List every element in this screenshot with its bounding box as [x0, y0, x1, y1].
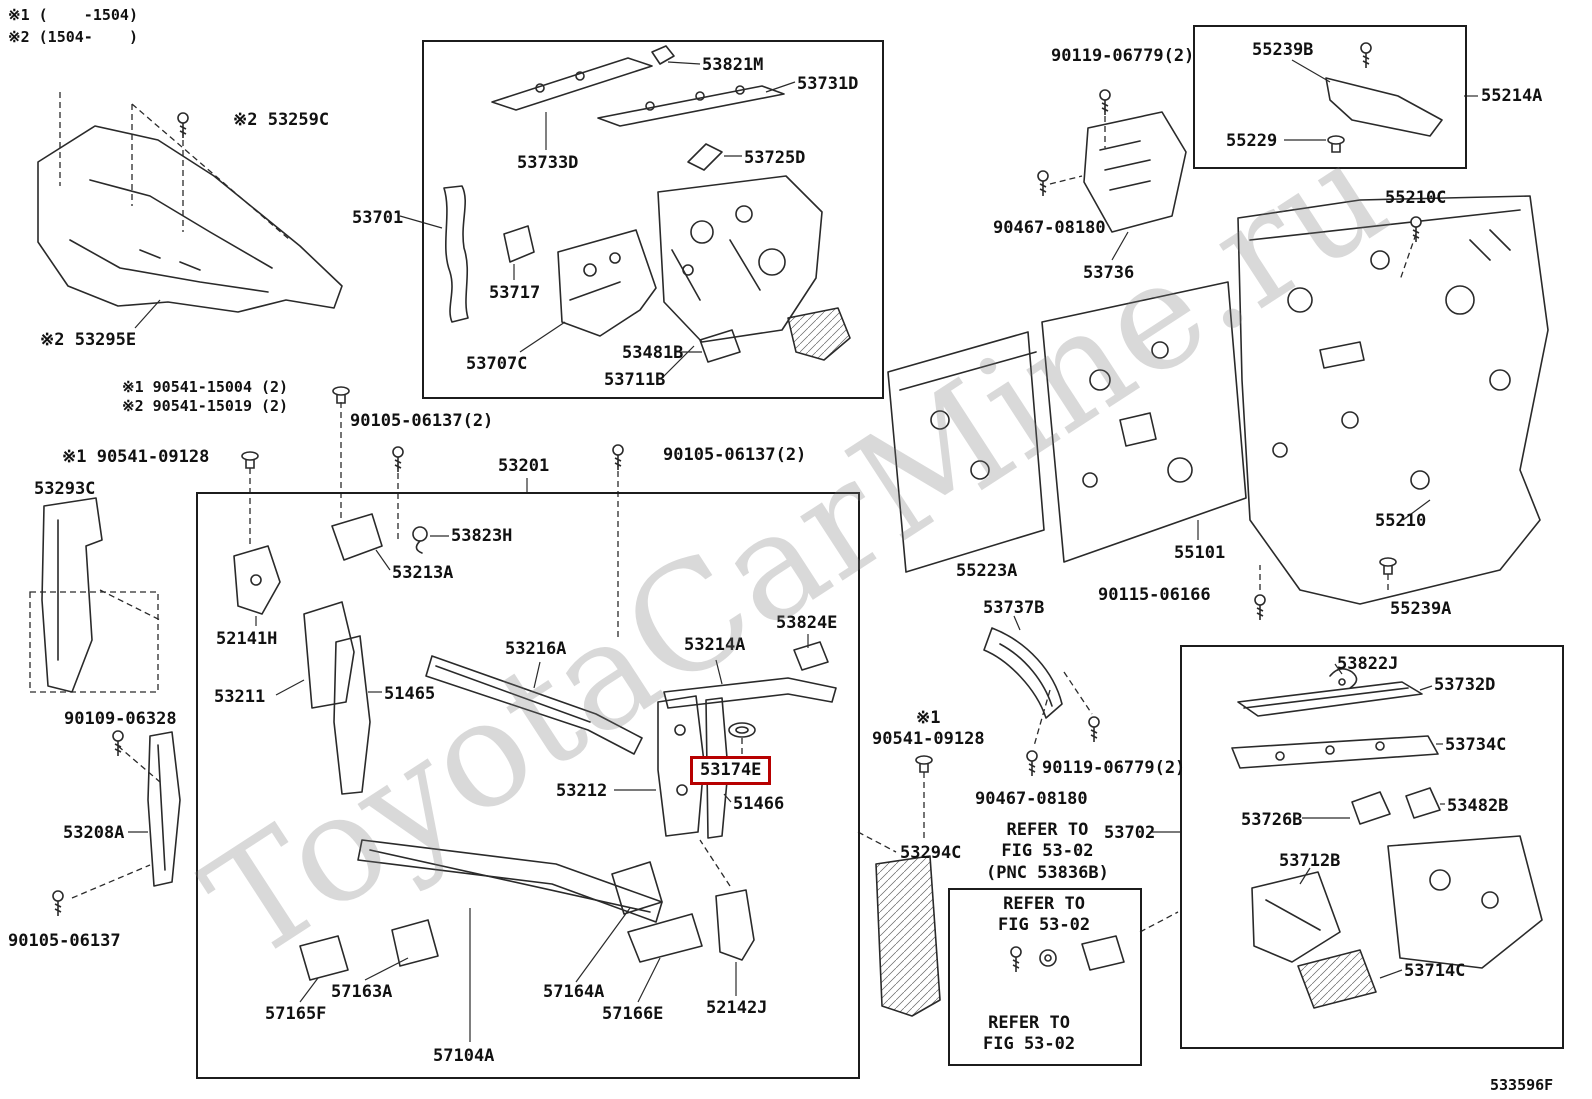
part-label-53824E: 53824E: [776, 613, 838, 633]
part-label-53212: 53212: [556, 781, 608, 801]
part-label-57164A: 57164A: [543, 982, 605, 1002]
part-label-51466: 51466: [733, 794, 785, 814]
part-label-53732D: 53732D: [1434, 675, 1496, 695]
part-label-55101: 55101: [1174, 543, 1226, 563]
group-box-apron-rh: [1180, 645, 1564, 1049]
part-label-55214A: 55214A: [1481, 86, 1543, 106]
part-label-53823H: 53823H: [451, 526, 513, 546]
fastener-label-90109-06328: 90109-06328: [64, 709, 177, 729]
part-label-53259C: ※2 53259C: [233, 110, 330, 130]
part-label-53211: 53211: [214, 687, 266, 707]
part-label-53294C: 53294C: [900, 843, 962, 863]
part-label-53295E: ※2 53295E: [40, 330, 137, 350]
part-label-53734C: 53734C: [1445, 735, 1507, 755]
group-box-radiator-support: [196, 492, 860, 1079]
part-label-53216A: 53216A: [505, 639, 567, 659]
part-label-57163A: 57163A: [331, 982, 393, 1002]
part-label-53712B: 53712B: [1279, 851, 1341, 871]
fastener-label-90105-06137-bottom: 90105-06137: [8, 931, 121, 951]
part-label-53707C: 53707C: [466, 354, 528, 374]
part-label-53213A: 53213A: [392, 563, 454, 583]
note-applicability-1: ※1 ( -1504): [8, 6, 138, 24]
fastener-label-90105-06137-right: 90105-06137(2): [663, 445, 807, 465]
fastener-label-90119-06779-top: 90119-06779(2): [1051, 46, 1195, 66]
group-box-refer: [948, 888, 1142, 1066]
part-label-53481B: 53481B: [622, 343, 684, 363]
part-label-57166E: 57166E: [602, 1004, 664, 1024]
part-label-52141H: 52141H: [216, 629, 278, 649]
part-label-57104A: 57104A: [433, 1046, 495, 1066]
part-label-53174E-highlighted: 53174E: [690, 756, 772, 786]
part-label-55210C: 55210C: [1385, 188, 1447, 208]
fastener-label-90541-15019: ※2 90541-15019 (2): [122, 397, 289, 415]
part-label-53736: 53736: [1083, 263, 1135, 283]
part-label-53714C: 53714C: [1404, 961, 1466, 981]
fastener-label-90541-15004: ※1 90541-15004 (2): [122, 378, 289, 396]
part-label-51465: 51465: [384, 684, 436, 704]
fastener-label-90541-09128-left: ※1 90541-09128: [62, 447, 210, 467]
figure-code: 533596F: [1490, 1076, 1554, 1094]
part-label-53737B: 53737B: [983, 598, 1045, 618]
refer-note-box-bottom: REFER TO FIG 53-02: [983, 1013, 1076, 1055]
part-label-55239B: 55239B: [1252, 40, 1314, 60]
fastener-label-90105-06137-left: 90105-06137(2): [350, 411, 494, 431]
group-box-cowl-top-bracket: [1193, 25, 1467, 169]
part-label-53293C: 53293C: [34, 479, 96, 499]
note-applicability-2: ※2 (1504- ): [8, 28, 138, 46]
part-label-53821M: 53821M: [702, 55, 764, 75]
part-label-53214A: 53214A: [684, 635, 746, 655]
part-label-53726B: 53726B: [1241, 810, 1303, 830]
fastener-label-90119-06779-right: 90119-06779(2): [1042, 758, 1186, 778]
fastener-label-90467-08180-top: 90467-08180: [993, 218, 1106, 238]
part-label-55210: 55210: [1375, 511, 1427, 531]
fastener-label-90467-08180-right: 90467-08180: [975, 789, 1088, 809]
part-label-53201: 53201: [498, 456, 550, 476]
part-label-55239A: 55239A: [1390, 599, 1452, 619]
part-label-57165F: 57165F: [265, 1004, 327, 1024]
part-label-53701: 53701: [352, 208, 404, 228]
part-label-53482B: 53482B: [1447, 796, 1509, 816]
part-label-53822J: 53822J: [1337, 654, 1399, 674]
part-label-53725D: 53725D: [744, 148, 806, 168]
part-label-53717: 53717: [489, 283, 541, 303]
fastener-label-90541-09128-right: ※1 90541-09128: [872, 708, 985, 750]
part-label-55229: 55229: [1226, 131, 1278, 151]
part-label-53711B: 53711B: [604, 370, 666, 390]
part-label-55223A: 55223A: [956, 561, 1018, 581]
group-box-apron-lh: [422, 40, 884, 399]
part-label-53731D: 53731D: [797, 74, 859, 94]
fastener-label-90115-06166: 90115-06166: [1098, 585, 1211, 605]
refer-note-pnc: REFER TO FIG 53-02 (PNC 53836B): [986, 820, 1109, 883]
refer-note-box-top: REFER TO FIG 53-02: [998, 894, 1091, 936]
part-label-53702: 53702: [1104, 823, 1156, 843]
part-label-53733D: 53733D: [517, 153, 579, 173]
part-label-53208A: 53208A: [63, 823, 125, 843]
part-label-52142J: 52142J: [706, 998, 768, 1018]
